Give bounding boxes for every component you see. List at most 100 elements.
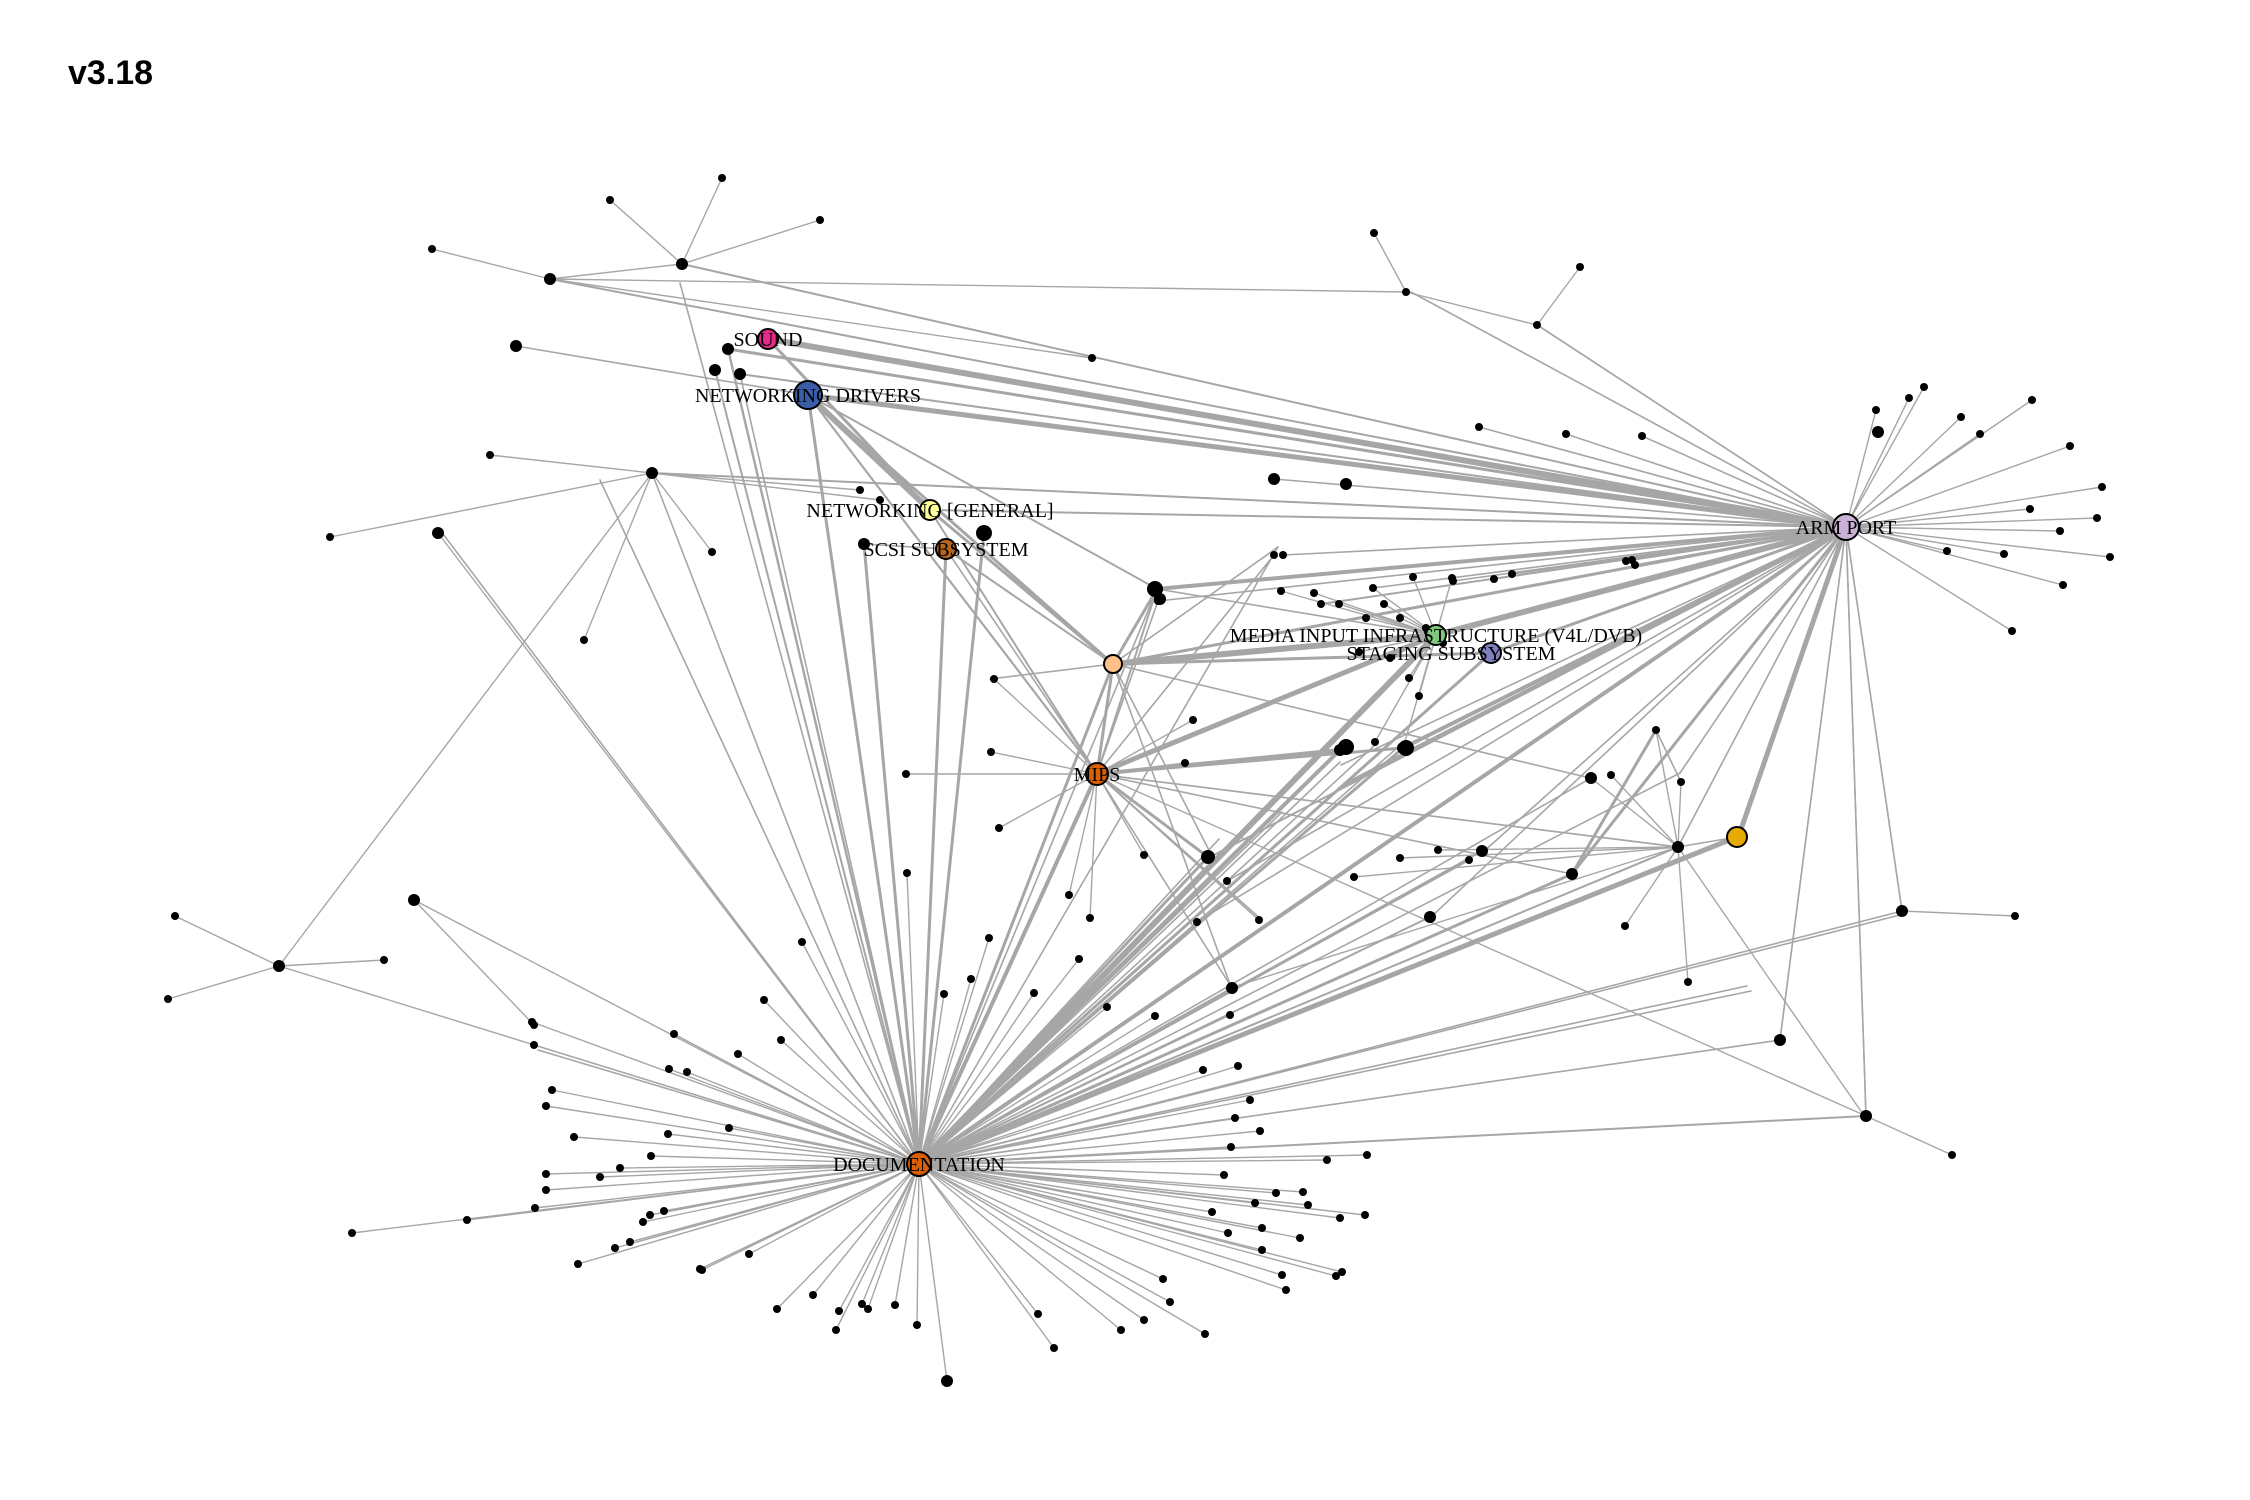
edge xyxy=(1845,508,2031,528)
edge xyxy=(1273,478,1847,528)
leaf-node xyxy=(1075,955,1083,963)
edge xyxy=(1590,777,1679,848)
junction-node xyxy=(1398,740,1414,756)
edge xyxy=(278,472,653,967)
leaf-node xyxy=(1258,1224,1266,1232)
edge xyxy=(917,662,1115,1166)
node-label-staging-subsystem: STAGING SUBSYSTEM xyxy=(1347,643,1556,665)
leaf-node xyxy=(164,995,172,1003)
leaf-node xyxy=(698,1266,706,1274)
leaf-node xyxy=(670,1030,678,1038)
leaf-node xyxy=(1088,354,1096,362)
edge xyxy=(1677,526,1847,848)
edge xyxy=(918,1163,1287,1291)
edge xyxy=(681,219,821,265)
edge xyxy=(918,1163,1206,1335)
edge xyxy=(549,278,1093,359)
edge xyxy=(1433,524,1849,638)
junction-node xyxy=(432,527,444,539)
leaf-node xyxy=(1380,600,1388,608)
leaf-node xyxy=(1166,1298,1174,1306)
leaf-node xyxy=(1415,692,1423,700)
leaf-node xyxy=(1227,1143,1235,1151)
edge xyxy=(993,678,1098,775)
edge xyxy=(1845,526,2064,586)
edge xyxy=(918,846,1679,1165)
leaf-node xyxy=(1282,1286,1290,1294)
edge xyxy=(545,1163,920,1191)
leaf-node xyxy=(1652,726,1660,734)
edge xyxy=(1156,588,1437,636)
leaf-node xyxy=(835,1307,843,1315)
leaf-node xyxy=(2056,527,2064,535)
junction-node xyxy=(676,258,688,270)
leaf-node xyxy=(570,1133,578,1141)
edge xyxy=(1096,600,1159,775)
edge xyxy=(573,1136,920,1165)
leaf-node xyxy=(1948,1151,1956,1159)
edge xyxy=(918,546,1279,1165)
edge xyxy=(917,651,1493,1166)
edge xyxy=(918,838,1220,1165)
edge xyxy=(667,1133,920,1165)
leaf-node xyxy=(856,486,864,494)
edge xyxy=(1624,846,1679,927)
edge xyxy=(1845,526,1867,1117)
edge xyxy=(918,978,972,1165)
edge xyxy=(918,1163,1145,1321)
leaf-node xyxy=(1086,914,1094,922)
leaf-node xyxy=(1251,1199,1259,1207)
leaf-node xyxy=(858,1300,866,1308)
leaf-node xyxy=(1223,877,1231,885)
junction-node xyxy=(510,340,522,352)
leaf-node xyxy=(1140,1316,1148,1324)
junction-node xyxy=(1201,850,1215,864)
edge xyxy=(651,472,861,491)
edge xyxy=(1845,409,1877,528)
leaf-node xyxy=(1117,1326,1125,1334)
edge xyxy=(1353,846,1679,878)
edge xyxy=(1282,526,1847,556)
edge xyxy=(929,509,1098,775)
leaf-node xyxy=(1278,1271,1286,1279)
edge xyxy=(1401,525,1848,750)
edge xyxy=(1399,846,1679,859)
junction-node xyxy=(1476,845,1488,857)
edge xyxy=(945,548,1098,775)
leaf-node xyxy=(596,1173,604,1181)
edge xyxy=(551,1089,920,1165)
edge xyxy=(1095,746,1405,776)
junction-node xyxy=(1424,911,1436,923)
edge xyxy=(1402,634,1437,749)
junction-node xyxy=(734,368,746,380)
page-title: v3.18 xyxy=(68,54,154,92)
leaf-node xyxy=(1338,1268,1346,1276)
leaf-node xyxy=(1684,978,1692,986)
edge xyxy=(918,1163,1337,1277)
edge xyxy=(681,263,1847,528)
leaf-node xyxy=(664,1130,672,1138)
edge xyxy=(918,1163,1341,1219)
hub-node-sound xyxy=(757,328,779,350)
edge xyxy=(651,472,713,553)
edge xyxy=(1677,846,1689,983)
hub-node-netdrv xyxy=(793,380,823,410)
edge xyxy=(928,508,1115,666)
leaf-node xyxy=(1103,1003,1111,1011)
edge xyxy=(918,937,990,1165)
edge xyxy=(1096,554,1275,775)
edge xyxy=(1196,526,1847,923)
edge xyxy=(861,1163,920,1305)
leaf-node xyxy=(1920,383,1928,391)
edge xyxy=(1845,445,2071,528)
edge xyxy=(1094,632,1439,777)
edge xyxy=(1845,486,2103,528)
edge xyxy=(739,373,920,1165)
edge xyxy=(728,1127,920,1165)
edge xyxy=(1338,603,1437,636)
edge xyxy=(918,1163,1301,1239)
edge xyxy=(1097,773,1867,1117)
junction-node xyxy=(1226,982,1238,994)
node-label-arm-port: ARM PORT xyxy=(1796,517,1897,539)
edge xyxy=(1655,729,1679,848)
